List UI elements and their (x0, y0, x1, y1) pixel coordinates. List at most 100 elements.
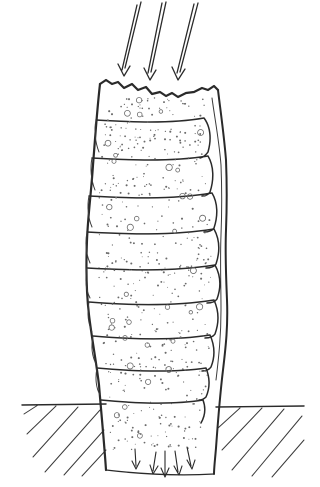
stipple-dot (186, 266, 187, 267)
stipple-dot (149, 139, 151, 141)
stipple-dot (202, 98, 204, 100)
stipple-dot (124, 391, 125, 392)
stipple-dot (120, 278, 122, 280)
stipple-dot (153, 295, 154, 296)
stipple-dot (197, 258, 199, 260)
stipple-dot (197, 237, 199, 239)
stipple-dot (120, 221, 121, 222)
stipple-dot (171, 403, 172, 404)
stipple-dot (163, 343, 165, 345)
stipple-dot (113, 449, 114, 450)
stipple-dot (206, 248, 208, 250)
stipple-dot (99, 234, 100, 235)
stipple-dot (195, 438, 197, 440)
stipple-dot (185, 370, 186, 371)
stipple-grain (159, 110, 163, 114)
stipple-dot (180, 336, 182, 338)
stipple-dot (160, 423, 162, 425)
stipple-dot (176, 136, 178, 138)
stipple-dot (101, 156, 103, 158)
stipple-dot (159, 108, 160, 109)
stipple-dot (149, 183, 151, 185)
stipple-dot (154, 308, 155, 309)
stipple-dot (200, 141, 202, 143)
stipple-dot (163, 101, 165, 103)
stipple-dot (206, 333, 208, 335)
stipple-dot (115, 340, 117, 342)
stipple-dot (202, 176, 203, 177)
stipple-dot (154, 138, 156, 140)
stipple-dot (210, 256, 211, 257)
stipple-dot (148, 263, 149, 264)
stipple-dot (151, 444, 152, 445)
stipple-dot (129, 269, 130, 270)
stipple-dot (115, 197, 117, 199)
stipple-dot (116, 185, 117, 186)
stipple-dot (192, 226, 194, 228)
stipple-dot (112, 175, 113, 176)
stipple-dot (208, 346, 209, 347)
stipple-dot (113, 177, 115, 179)
stipple-dot (115, 124, 116, 125)
stipple-dot (139, 374, 141, 376)
stipple-dot (143, 176, 144, 177)
stipple-dot (169, 110, 170, 111)
stipple-dot (177, 375, 179, 377)
stipple-dot (173, 322, 174, 323)
stipple-dot (106, 277, 108, 279)
stipple-dot (145, 272, 146, 273)
stipple-dot (111, 113, 113, 115)
stipple-dot (199, 371, 200, 372)
stipple-dot (152, 206, 153, 207)
stipple-dot (113, 364, 114, 365)
stipple-dot (124, 438, 126, 440)
stipple-dot (140, 380, 142, 382)
stipple-dot (101, 189, 103, 191)
stipple-dot (105, 267, 106, 268)
stipple-dot (135, 301, 137, 303)
stipple-dot (119, 308, 121, 310)
stipple-dot (120, 146, 121, 147)
stipple-dot (149, 407, 150, 408)
stipple-dot (130, 242, 132, 244)
stipple-grain (112, 159, 116, 163)
stipple-dot (179, 266, 181, 268)
stipple-dot (183, 437, 185, 439)
stipple-dot (207, 224, 208, 225)
stipple-dot (152, 324, 153, 325)
stipple-dot (99, 192, 100, 193)
stipple-dot (169, 139, 171, 141)
stipple-dot (108, 226, 109, 227)
stipple-dot (168, 275, 169, 276)
stipple-dot (175, 242, 177, 244)
stipple-dot (210, 277, 211, 278)
stipple-grain (145, 379, 150, 384)
stipple-dot (153, 136, 154, 137)
stipple-dot (154, 134, 156, 136)
stipple-dot (113, 184, 114, 185)
stipple-dot (179, 332, 180, 333)
stipple-dot (150, 346, 152, 348)
stipple-dot (120, 106, 122, 108)
stipple-dot (142, 312, 143, 313)
stipple-dot (125, 128, 126, 129)
outgoing-arrows (132, 447, 195, 477)
stipple-dot (135, 137, 136, 138)
stipple-dot (188, 106, 189, 107)
stipple-dot (183, 181, 184, 182)
stipple-dot (192, 318, 194, 320)
stipple-dot (125, 422, 127, 424)
stipple-dot (168, 207, 169, 208)
stipple-dot (208, 281, 209, 282)
stipple-dot (131, 436, 133, 438)
stipple-dot (137, 205, 138, 206)
stipple-dot (198, 362, 200, 364)
stipple-dot (165, 431, 166, 432)
stipple-dot (99, 197, 100, 198)
stipple-dot (153, 409, 154, 410)
stipple-dot (169, 444, 171, 446)
stipple-dot (153, 366, 155, 368)
stipple-dot (103, 342, 104, 343)
stipple-dot (154, 97, 155, 98)
stipple-dot (204, 284, 205, 285)
